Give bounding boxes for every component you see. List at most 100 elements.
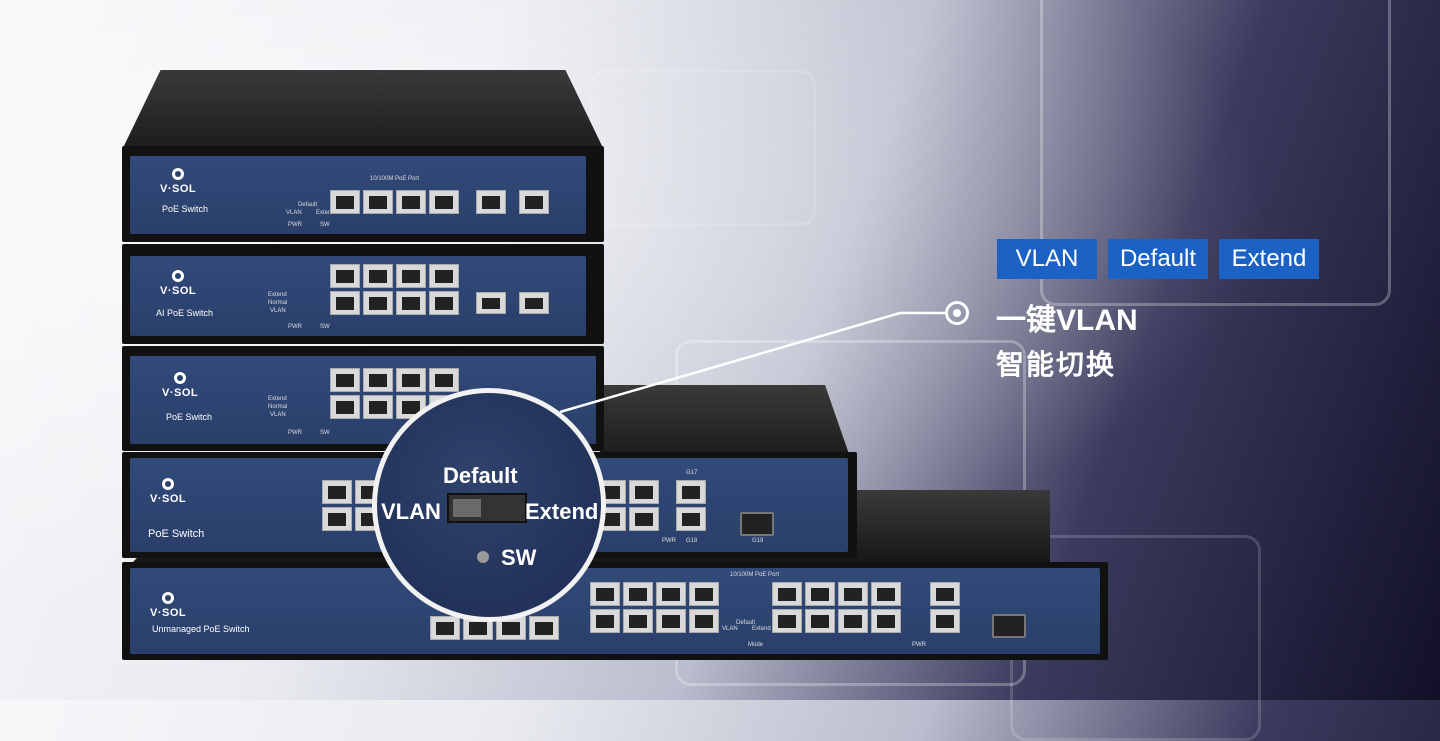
ethernet-port[interactable] bbox=[590, 609, 620, 633]
ethernet-port[interactable] bbox=[596, 507, 626, 531]
subline-text: 智能切换 bbox=[996, 349, 1117, 380]
magnifier-vlan-label: VLAN bbox=[381, 499, 441, 524]
switch-2-mode-normal: Normal bbox=[268, 300, 288, 306]
magnifier-default-label: Default bbox=[443, 463, 518, 488]
magnifier-sw-label: SW bbox=[501, 545, 537, 570]
switch-5-port-group-label: 10/100M PoE Port bbox=[730, 572, 780, 578]
switch-5-pwr-label: PWR bbox=[912, 642, 926, 648]
ethernet-port[interactable] bbox=[363, 291, 393, 315]
sfp-port[interactable] bbox=[740, 512, 774, 536]
uplink-port[interactable] bbox=[676, 507, 706, 531]
switch-2-panel: V·SOL AI PoE Switch Extend Normal VLAN P… bbox=[130, 256, 586, 336]
background-frame-1 bbox=[1040, 0, 1391, 306]
ethernet-port[interactable] bbox=[838, 609, 868, 633]
magnifier-extend-label: Extend bbox=[525, 499, 599, 524]
ethernet-port[interactable] bbox=[871, 582, 901, 606]
ethernet-port[interactable] bbox=[689, 609, 719, 633]
switch-4-brand: V·SOL bbox=[150, 478, 186, 505]
ethernet-port[interactable] bbox=[363, 395, 393, 419]
switch-5-brand: V·SOL bbox=[150, 592, 186, 619]
switch-1-brand: V·SOL bbox=[160, 168, 196, 195]
uplink-port[interactable] bbox=[519, 292, 549, 314]
ethernet-port[interactable] bbox=[623, 582, 653, 606]
switch-1-pwr-label: PWR bbox=[288, 222, 302, 228]
uplink-port[interactable] bbox=[676, 480, 706, 504]
ethernet-port[interactable] bbox=[429, 368, 459, 392]
ethernet-port[interactable] bbox=[322, 507, 352, 531]
ethernet-port[interactable] bbox=[396, 368, 426, 392]
switch-1-mode-default: Default bbox=[298, 202, 318, 208]
ethernet-port[interactable] bbox=[629, 507, 659, 531]
switch-1-panel: V·SOL PoE Switch 10/100M PoE Port Defaul… bbox=[130, 156, 586, 234]
ethernet-port[interactable] bbox=[429, 291, 459, 315]
switch-4-uplinks bbox=[676, 480, 706, 531]
ethernet-port[interactable] bbox=[629, 480, 659, 504]
switch-3-sw-label: SW bbox=[320, 430, 330, 436]
switch-2-brand: V·SOL bbox=[160, 270, 196, 297]
uplink-port[interactable] bbox=[476, 292, 506, 314]
switch-5-mode-vlan: VLAN bbox=[722, 626, 738, 632]
chip-default: Default bbox=[1108, 239, 1208, 279]
switch-1-port-group-label: 10/100M PoE Port bbox=[370, 176, 420, 182]
mode-slider-switch[interactable] bbox=[447, 493, 527, 523]
ethernet-port[interactable] bbox=[838, 582, 868, 606]
uplink-port[interactable] bbox=[519, 190, 549, 214]
ethernet-port[interactable] bbox=[330, 190, 360, 214]
ethernet-port[interactable] bbox=[529, 616, 559, 640]
switch-4-g18-label: G18 bbox=[686, 538, 698, 544]
switch-5-panel: V·SOL Unmanaged PoE Switch 10/100M PoE P… bbox=[130, 568, 1100, 654]
switch-1-ports bbox=[330, 190, 459, 214]
uplink-port[interactable] bbox=[476, 190, 506, 214]
ethernet-port[interactable] bbox=[396, 264, 426, 288]
ethernet-port[interactable] bbox=[772, 582, 802, 606]
ethernet-port[interactable] bbox=[429, 190, 459, 214]
ethernet-port[interactable] bbox=[330, 291, 360, 315]
sw-indicator-led bbox=[477, 551, 489, 563]
headline-text: 一键VLAN bbox=[996, 304, 1138, 337]
ethernet-port[interactable] bbox=[429, 264, 459, 288]
ethernet-port[interactable] bbox=[656, 582, 686, 606]
sfp-port[interactable] bbox=[992, 614, 1026, 638]
switch-2-pwr-label: PWR bbox=[288, 324, 302, 330]
ethernet-port[interactable] bbox=[656, 609, 686, 633]
magnifier-zoom: Default VLAN Extend SW bbox=[372, 388, 606, 622]
ethernet-port[interactable] bbox=[330, 264, 360, 288]
ethernet-port[interactable] bbox=[772, 609, 802, 633]
switch-4-g17-label: G17 bbox=[686, 470, 698, 476]
switch-3-model: PoE Switch bbox=[166, 412, 213, 422]
ethernet-port[interactable] bbox=[330, 368, 360, 392]
ethernet-port[interactable] bbox=[623, 609, 653, 633]
ethernet-port[interactable] bbox=[805, 582, 835, 606]
ethernet-port[interactable] bbox=[396, 190, 426, 214]
ethernet-port[interactable] bbox=[805, 609, 835, 633]
ethernet-port[interactable] bbox=[871, 609, 901, 633]
switch-2-ports bbox=[330, 264, 470, 315]
ethernet-port[interactable] bbox=[322, 480, 352, 504]
switch-2-sw-label: SW bbox=[320, 324, 330, 330]
switch-5-uplinks bbox=[930, 582, 960, 633]
ethernet-port[interactable] bbox=[330, 395, 360, 419]
vsol-logo-icon bbox=[162, 592, 175, 604]
ethernet-port[interactable] bbox=[396, 291, 426, 315]
switch-5-ports-b bbox=[590, 582, 728, 633]
ethernet-port[interactable] bbox=[430, 616, 460, 640]
uplink-port[interactable] bbox=[930, 582, 960, 606]
switch-4-sfp bbox=[740, 512, 774, 536]
switch-5-model: Unmanaged PoE Switch bbox=[152, 624, 250, 634]
chip-vlan: VLAN bbox=[997, 239, 1097, 279]
uplink-port[interactable] bbox=[930, 609, 960, 633]
switch-1-sw-label: SW bbox=[320, 222, 330, 228]
ethernet-port[interactable] bbox=[363, 190, 393, 214]
switch-3-panel: V·SOL PoE Switch Extend Normal VLAN PWR … bbox=[130, 356, 596, 444]
switch-5-mode-default: Default bbox=[736, 620, 756, 626]
switch-5-ports-c bbox=[772, 582, 910, 633]
ethernet-port[interactable] bbox=[363, 264, 393, 288]
ethernet-port[interactable] bbox=[590, 582, 620, 606]
switch-4-model: PoE Switch bbox=[148, 528, 205, 540]
ethernet-port[interactable] bbox=[689, 582, 719, 606]
ethernet-port[interactable] bbox=[363, 368, 393, 392]
switch-5-sfp bbox=[992, 614, 1026, 638]
switch-2-mode-vlan: VLAN bbox=[270, 308, 286, 314]
switch-3-mode-vlan: VLAN bbox=[270, 412, 286, 418]
switch-1-mode-extend: Extend bbox=[316, 210, 335, 216]
